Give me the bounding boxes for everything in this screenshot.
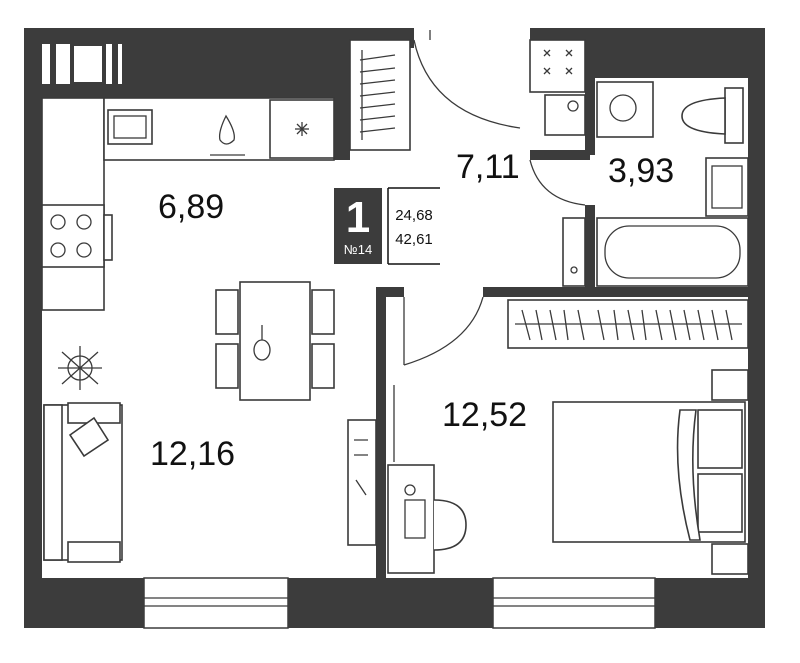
bath-sink bbox=[705, 157, 749, 217]
wall-bedroom-top bbox=[483, 287, 763, 297]
wall-living-bedroom bbox=[376, 287, 386, 580]
window-top-mullion-1 bbox=[50, 44, 56, 84]
washing-machine-drum bbox=[609, 94, 637, 122]
stove-burner-4 bbox=[76, 242, 92, 258]
desk-chair bbox=[433, 499, 467, 551]
window-living bbox=[143, 577, 289, 629]
snowflake-icon bbox=[295, 122, 309, 136]
hall-furniture bbox=[349, 30, 586, 366]
nightstand-top bbox=[711, 369, 749, 401]
water-heater-dial bbox=[567, 100, 579, 112]
sofa-cushion bbox=[68, 416, 110, 458]
toilet-tank bbox=[724, 87, 744, 144]
sink-basin bbox=[113, 115, 147, 139]
bathtub-inner bbox=[604, 225, 741, 279]
stove-burner-3 bbox=[50, 242, 66, 258]
room-area-bathroom: 3,93 bbox=[608, 152, 674, 190]
wall-left bbox=[24, 28, 42, 628]
wall-bedroom-stub bbox=[376, 287, 404, 297]
room-area-living: 12,16 bbox=[150, 435, 235, 473]
window-top-pane bbox=[70, 42, 106, 86]
sofa-back bbox=[43, 404, 63, 561]
dining-table bbox=[239, 281, 311, 401]
oven-handle bbox=[103, 214, 113, 261]
bath-door-swing bbox=[529, 159, 586, 206]
water-heater bbox=[544, 94, 586, 136]
room-area-hall: 7,11 bbox=[456, 148, 520, 186]
room-area-kitchen: 6,89 bbox=[158, 188, 224, 226]
utility-cabinet-marks bbox=[543, 49, 573, 75]
bedroom-door-swing bbox=[403, 296, 484, 366]
wardrobe-hangers bbox=[359, 54, 396, 133]
pillow-2 bbox=[697, 473, 743, 533]
badge-dark bbox=[334, 188, 382, 264]
bath-cabinet-knob bbox=[570, 266, 578, 274]
bath-sink-basin bbox=[711, 165, 743, 209]
windows bbox=[42, 42, 656, 629]
stove-burner-2 bbox=[76, 214, 92, 230]
water-drop-icon bbox=[218, 114, 235, 145]
living-furniture bbox=[43, 346, 377, 563]
desk-lamp bbox=[404, 484, 416, 496]
bedroom-wardrobe-hangers bbox=[521, 309, 733, 341]
tv-stand bbox=[347, 419, 377, 546]
washing-machine bbox=[596, 81, 654, 138]
wall-bottom-mid bbox=[288, 578, 493, 628]
stove-burner-1 bbox=[50, 214, 66, 230]
nightstand-bottom bbox=[711, 543, 749, 575]
desk bbox=[387, 464, 435, 574]
window-top-mullion-2 bbox=[112, 44, 118, 84]
kitchen-counter-left bbox=[41, 97, 105, 311]
desk-item bbox=[404, 499, 426, 539]
total-area: 42,61 bbox=[395, 231, 433, 248]
chair-left-2 bbox=[215, 343, 239, 389]
chair-right-2 bbox=[311, 343, 335, 389]
wall-kitchen-hall bbox=[334, 40, 350, 160]
wall-right bbox=[748, 28, 765, 628]
tv-stand-items bbox=[354, 439, 368, 496]
bathroom-fixtures bbox=[529, 39, 749, 287]
apartment-number: №14 bbox=[344, 242, 372, 257]
bed-blanket-fold bbox=[676, 409, 701, 541]
wall-bottom-left bbox=[24, 578, 144, 628]
wall-bottom-right bbox=[655, 578, 765, 628]
wall-bath-lower bbox=[585, 205, 595, 290]
toilet-bowl bbox=[681, 97, 726, 135]
wall-bath-top bbox=[585, 40, 595, 155]
dining-furniture bbox=[215, 281, 335, 401]
apartment-badge: 1 №14 24,68 42,61 bbox=[334, 187, 440, 265]
kitchen-furniture bbox=[41, 97, 335, 311]
entry-door-swing bbox=[413, 39, 521, 129]
utility-cabinet bbox=[529, 39, 586, 93]
rooms-count: 1 bbox=[346, 193, 370, 242]
plant-icon bbox=[58, 346, 102, 390]
bedroom-furniture bbox=[387, 299, 749, 575]
room-area-bedroom: 12,52 bbox=[442, 396, 527, 434]
sofa-arm-bottom bbox=[67, 541, 121, 563]
bath-cabinet bbox=[562, 217, 586, 287]
pillow-1 bbox=[697, 409, 743, 469]
bathtub bbox=[596, 217, 749, 287]
chair-left-1 bbox=[215, 289, 239, 335]
stove bbox=[41, 204, 105, 268]
window-bedroom bbox=[492, 577, 656, 629]
living-area: 24,68 bbox=[395, 207, 433, 224]
chair-right-1 bbox=[311, 289, 335, 335]
wall-hall-bath bbox=[530, 150, 590, 160]
